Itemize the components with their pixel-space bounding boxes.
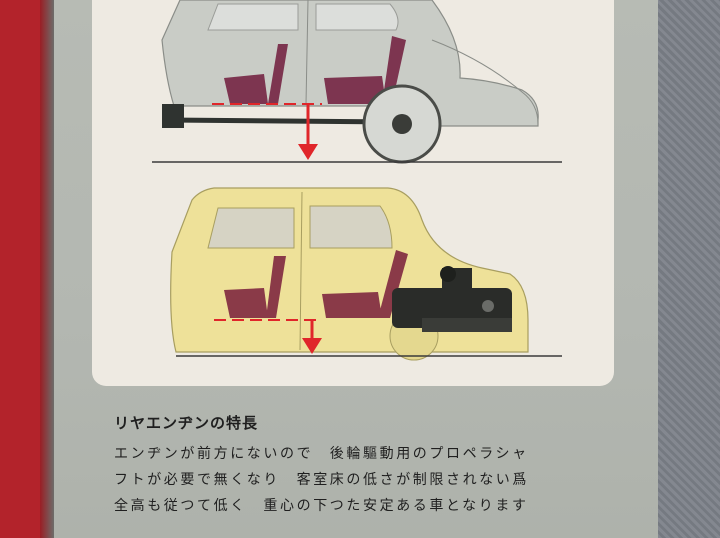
caption-line-2: フトが必要で無くなり 客室床の低さが制限されない爲 bbox=[114, 472, 529, 488]
top-arrow-head bbox=[298, 144, 318, 160]
top-car-hood bbox=[431, 39, 539, 125]
car-comparison-illustration bbox=[152, 0, 562, 361]
top-front-seat-back bbox=[268, 44, 288, 104]
front-engine-car bbox=[152, 0, 562, 164]
caption-line-3: 全高も従つて低く 重心の下つた安定ある車となります bbox=[114, 498, 529, 514]
top-rear-seat bbox=[324, 76, 386, 104]
bottom-arrow-head bbox=[302, 338, 322, 354]
caption-block: リヤエンヂンの特長 エンヂンが前方にないので 後輪驅動用のプロペラシャ フトが必… bbox=[114, 412, 614, 519]
caption-heading: リヤエンヂンの特長 bbox=[114, 414, 259, 432]
top-front-seat bbox=[224, 74, 268, 104]
bottom-car-window-rear bbox=[309, 205, 393, 249]
bottom-front-seat bbox=[224, 288, 268, 318]
top-car-window-front bbox=[207, 3, 299, 31]
bottom-rear-seat-back bbox=[378, 250, 408, 318]
spine-shadow bbox=[40, 0, 54, 538]
caption-line-1: エンヂンが前方にないので 後輪驅動用のプロペラシャ bbox=[114, 446, 529, 462]
bottom-rear-seat bbox=[322, 292, 382, 318]
top-rear-seat-back bbox=[382, 36, 406, 104]
front-engine-block bbox=[162, 104, 184, 128]
rear-engine-unit bbox=[392, 266, 512, 332]
background-fabric bbox=[658, 0, 720, 538]
bottom-car-window-front bbox=[207, 207, 295, 249]
top-car-window-rear bbox=[315, 3, 399, 31]
rear-engine-car bbox=[170, 187, 562, 361]
bottom-front-seat-back bbox=[266, 256, 286, 318]
